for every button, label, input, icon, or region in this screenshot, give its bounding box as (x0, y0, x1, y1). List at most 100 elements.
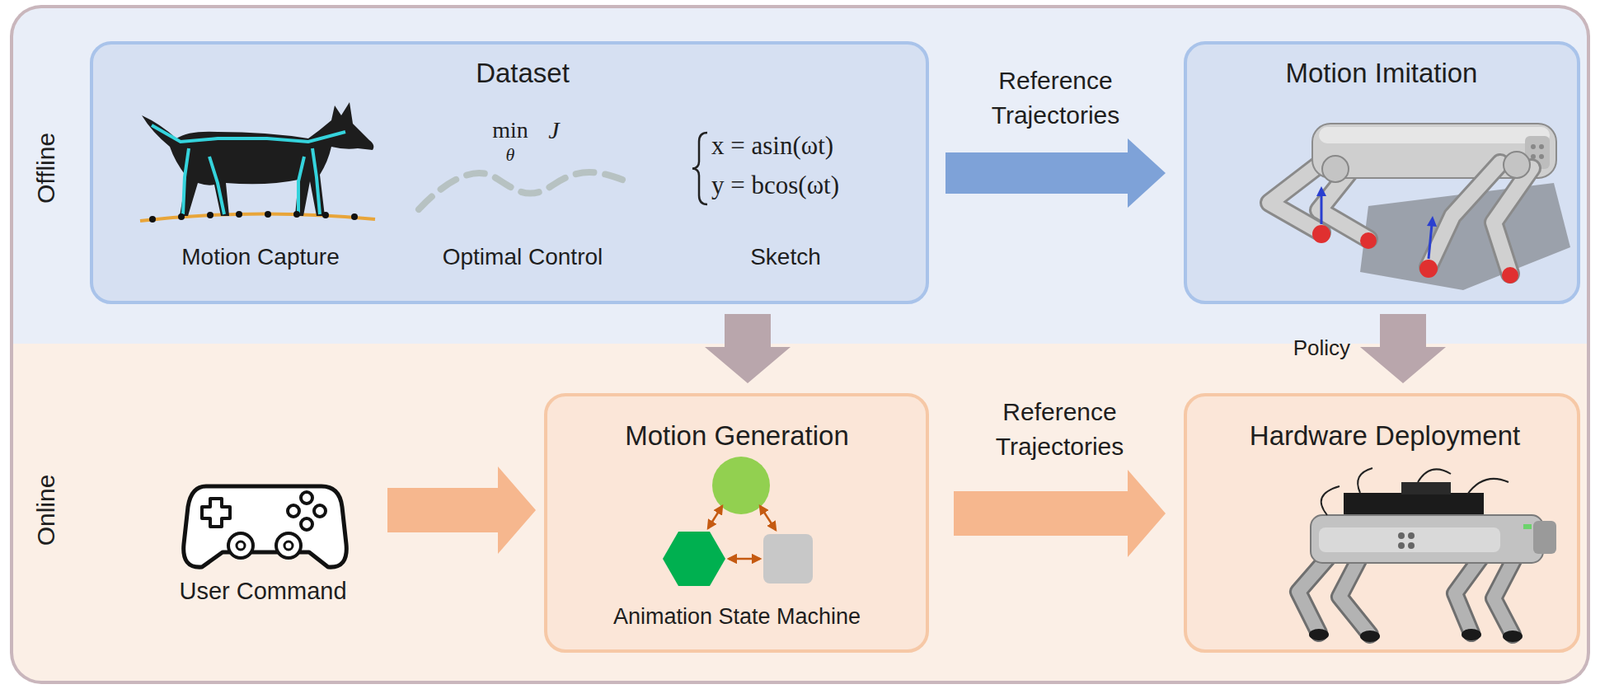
process-box: Hardware Deployment (1183, 393, 1581, 653)
robot-simulation-part (1318, 168, 1369, 240)
node-title: Hardware Deployment (1249, 420, 1521, 452)
process-box: Motion GenerationAnimation State Machine (544, 393, 930, 653)
state-machine-icon (662, 456, 813, 587)
robot-hardware-part (1493, 557, 1516, 635)
node-title: Online (32, 474, 61, 547)
robot-hardware-part (1502, 630, 1523, 643)
robot-simulation-part (1269, 164, 1322, 233)
robot-hardware-part (1343, 492, 1484, 515)
gamepad-icon-part (314, 505, 326, 517)
gamepad-icon (183, 486, 348, 568)
robot-simulation-part (1312, 123, 1557, 179)
robot-simulation-part (1318, 168, 1369, 240)
gamepad-icon-part (284, 541, 293, 550)
robot-simulation-part (1269, 164, 1322, 233)
robot-simulation (1269, 123, 1571, 291)
wolf-illustration-part-part (151, 125, 346, 142)
wolf-illustration-part (351, 213, 358, 221)
robot-simulation-part (1524, 136, 1550, 169)
robot-hardware-part (1339, 557, 1371, 635)
node-caption: Sketch (750, 243, 822, 271)
gamepad-icon-part (201, 498, 230, 527)
robot-simulation-part (1493, 168, 1532, 274)
formula-text: y = bcos(ωt) (711, 170, 840, 201)
block-arrow (704, 314, 791, 384)
gamepad-icon-part (300, 518, 313, 531)
equation-brace (692, 132, 708, 205)
robot-hardware-part (1417, 469, 1451, 483)
robot-simulation-part (1428, 163, 1501, 268)
block-arrow (1360, 314, 1446, 384)
robot-hardware-part (1461, 628, 1482, 641)
wolf-illustration-part (235, 211, 243, 218)
robot-hardware-part (1298, 553, 1332, 634)
block-arrow (945, 138, 1166, 208)
wolf-illustration-part (322, 211, 329, 219)
robot-hardware-part (1309, 628, 1329, 641)
robot-simulation-part (1360, 232, 1377, 249)
formula-text: J (548, 116, 559, 146)
robot-hardware-part (1357, 468, 1373, 493)
online-band: Online User Command Motion GenerationAnima… (9, 343, 1591, 685)
state-machine-icon-part (763, 534, 813, 584)
robot-hardware-part (1318, 527, 1501, 553)
robot-hardware-part (1533, 520, 1557, 554)
wolf-illustration-part (264, 211, 272, 218)
wolf-illustration-part-part (312, 148, 320, 215)
wolf-illustration-part (206, 211, 214, 219)
wolf-illustration-part-part (209, 156, 225, 215)
robot-simulation-part (1320, 194, 1324, 225)
node-title: Offline (32, 132, 61, 204)
wolf-illustration-part (141, 102, 374, 216)
wolf-illustration-part-part (298, 156, 305, 215)
robot-simulation-part (1318, 126, 1550, 144)
gamepad-icon-part (300, 492, 313, 504)
robot-simulation-part (1426, 215, 1437, 227)
node-title: Motion Generation (624, 420, 850, 452)
robot-simulation-part (1539, 144, 1544, 150)
process-box: Motion Imitation (1183, 41, 1581, 305)
robot-simulation-part (1428, 224, 1432, 259)
optimal-control-curve (418, 172, 623, 210)
robot-simulation-part (1530, 154, 1536, 160)
gamepad-icon-part (236, 541, 245, 550)
state-machine-icon-part (760, 506, 776, 531)
robot-simulation-part (1503, 151, 1530, 179)
robot-simulation-part (1316, 186, 1327, 197)
node-title: Dataset (475, 57, 570, 90)
wolf-illustration-part (293, 211, 301, 218)
gamepad-icon-part (276, 533, 301, 559)
robot-simulation-part (1539, 154, 1544, 160)
robot-simulation-part (1530, 144, 1536, 150)
node-caption: Motion Capture (181, 243, 339, 271)
wolf-illustration-part-part (141, 102, 374, 216)
gamepad-icon-part (287, 505, 300, 517)
robot-hardware-part (1298, 553, 1332, 634)
edge-label: Reference Trajectories (961, 394, 1159, 464)
node-caption: Animation State Machine (613, 604, 861, 630)
wolf-illustration-part (140, 213, 376, 221)
state-machine-icon-part (662, 531, 726, 587)
robot-hardware-part (1321, 486, 1340, 516)
robot-simulation-part (1501, 267, 1519, 284)
robot-hardware-part (1398, 532, 1405, 540)
robot-hardware-part (1454, 553, 1484, 634)
state-machine-icon-part (712, 456, 770, 515)
robot-hardware-part (1407, 542, 1415, 549)
node-title: Motion Imitation (1285, 57, 1479, 90)
robot-hardware-part (1493, 557, 1516, 635)
wolf-illustration-part (149, 215, 156, 223)
user-command-node: User Command (164, 478, 363, 615)
gamepad-icon-part (228, 533, 254, 559)
equation-brace-part (692, 132, 708, 205)
robot-simulation-part (1419, 259, 1438, 278)
robot-hardware-part (1407, 532, 1415, 540)
edge-label: Policy (1293, 336, 1351, 362)
formula-text: x = asin(ωt) (711, 131, 834, 161)
wolf-illustration (140, 102, 376, 223)
robot-hardware-part (1339, 557, 1371, 635)
robot-simulation-part (1360, 182, 1571, 291)
robot-hardware-part (1398, 542, 1405, 549)
robot-simulation-part (1312, 225, 1331, 244)
